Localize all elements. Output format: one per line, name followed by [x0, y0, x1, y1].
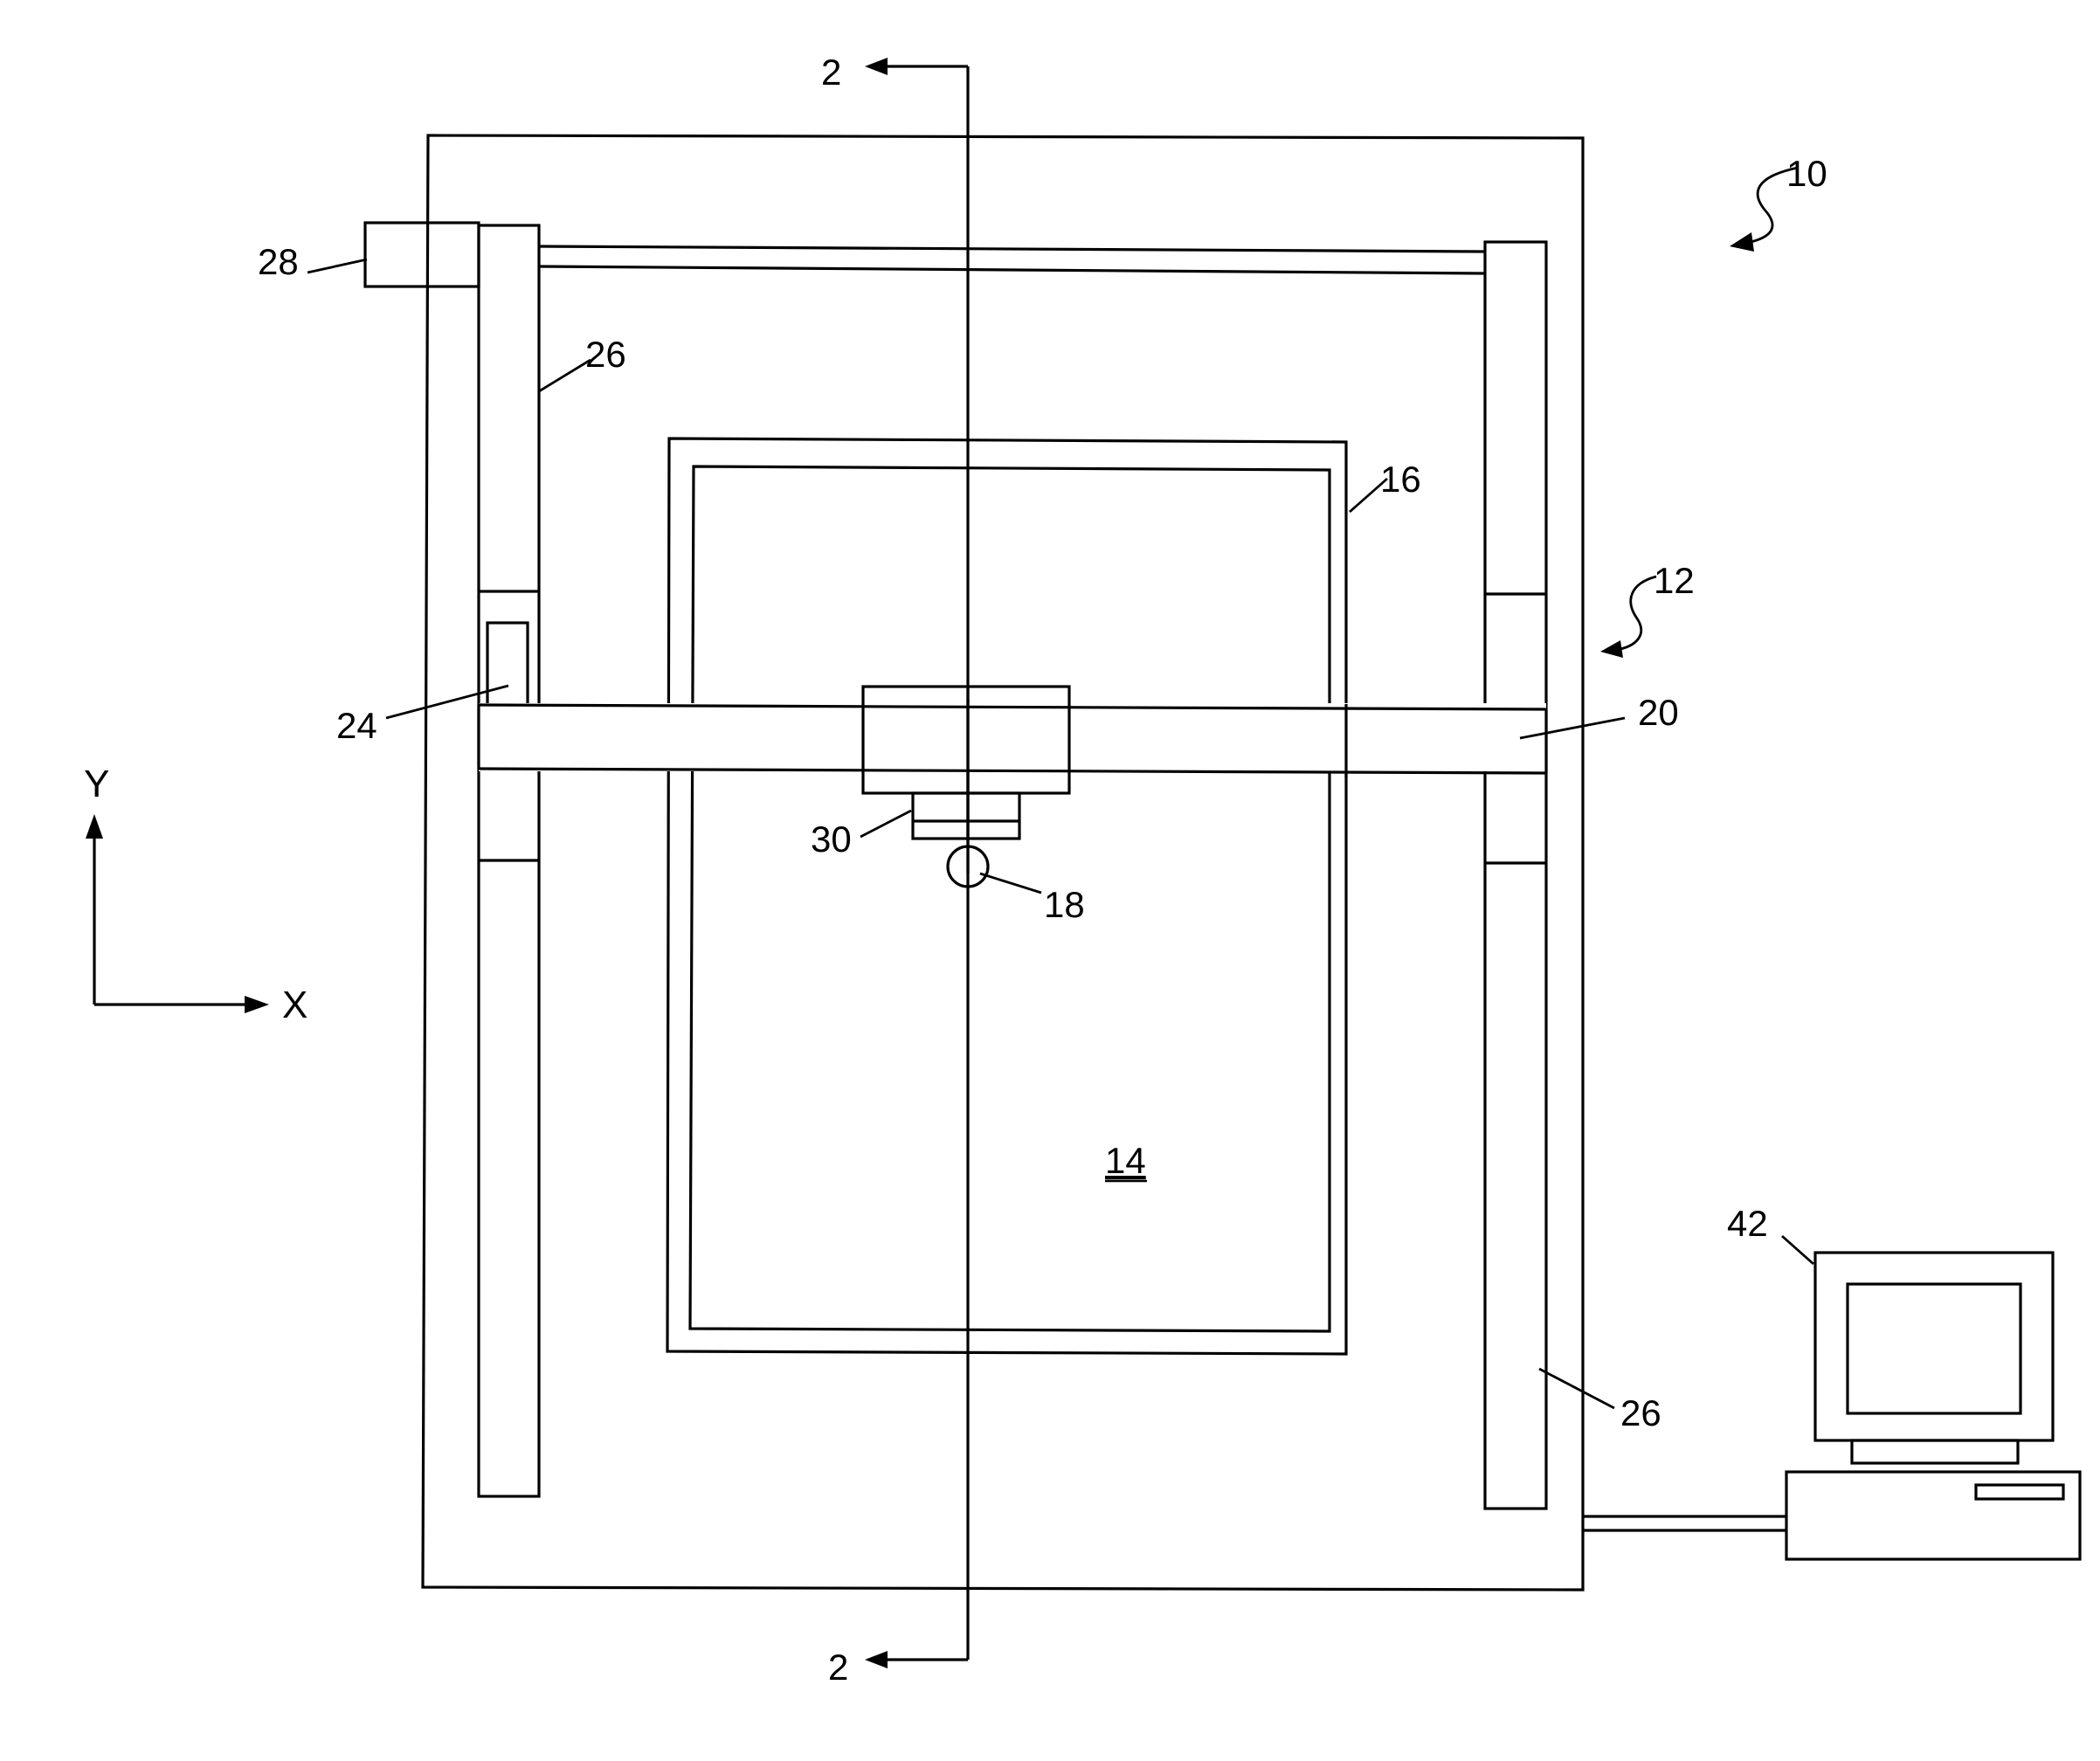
ref-30: 30	[811, 818, 852, 860]
ref-24: 24	[336, 705, 377, 746]
ref-20: 20	[1638, 692, 1679, 733]
y-axis-arrowhead	[86, 814, 103, 839]
leader-26-lower	[1539, 1369, 1614, 1408]
top-rail-lower	[539, 266, 1485, 273]
leader-12	[1616, 577, 1656, 650]
right-column	[1485, 242, 1546, 1509]
spindle-30	[913, 793, 1019, 839]
leader-12-arrowhead	[1600, 640, 1623, 658]
x-axis-arrowhead	[245, 996, 269, 1013]
leader-42	[1782, 1236, 1813, 1264]
right-column-body	[1485, 242, 1546, 1509]
x-axis-label: X	[282, 984, 307, 1026]
top-rail-upper	[539, 246, 1485, 252]
monitor-screen	[1848, 1284, 2021, 1413]
workpiece-14	[690, 466, 1330, 1331]
ref-16: 16	[1380, 459, 1421, 500]
y-axis-label: Y	[84, 763, 109, 805]
section-arrow-top-head	[865, 58, 888, 75]
tool-28-box	[365, 223, 479, 287]
ref-14: 14	[1105, 1140, 1146, 1181]
leader-26-upper	[539, 360, 591, 391]
leader-30	[860, 811, 911, 837]
gantry-beam-fill	[479, 703, 1546, 771]
coordinate-axes: Y X	[84, 763, 307, 1026]
leader-28	[307, 259, 367, 273]
leader-18	[980, 874, 1041, 893]
work-table-16	[667, 439, 1346, 1354]
monitor-stand	[1852, 1440, 2018, 1463]
section-label-top: 2	[821, 52, 841, 93]
ref-42: 42	[1727, 1203, 1768, 1244]
ref-10: 10	[1786, 153, 1827, 194]
left-column	[479, 225, 539, 1496]
ref-28: 28	[258, 241, 299, 282]
section-label-bottom: 2	[828, 1647, 848, 1688]
disk-drive-slot	[1976, 1485, 2063, 1499]
ref-12: 12	[1654, 560, 1695, 601]
section-line-2-2: 2 2	[821, 52, 968, 1688]
section-arrow-bottom-head	[865, 1651, 888, 1668]
ref-26-lower: 26	[1620, 1392, 1661, 1433]
leader-10-arrowhead	[1730, 232, 1754, 252]
gantry-beam	[479, 703, 1546, 777]
ref-18: 18	[1044, 884, 1085, 925]
drive-motor-24	[487, 623, 528, 710]
ref-26-upper: 26	[585, 334, 626, 375]
